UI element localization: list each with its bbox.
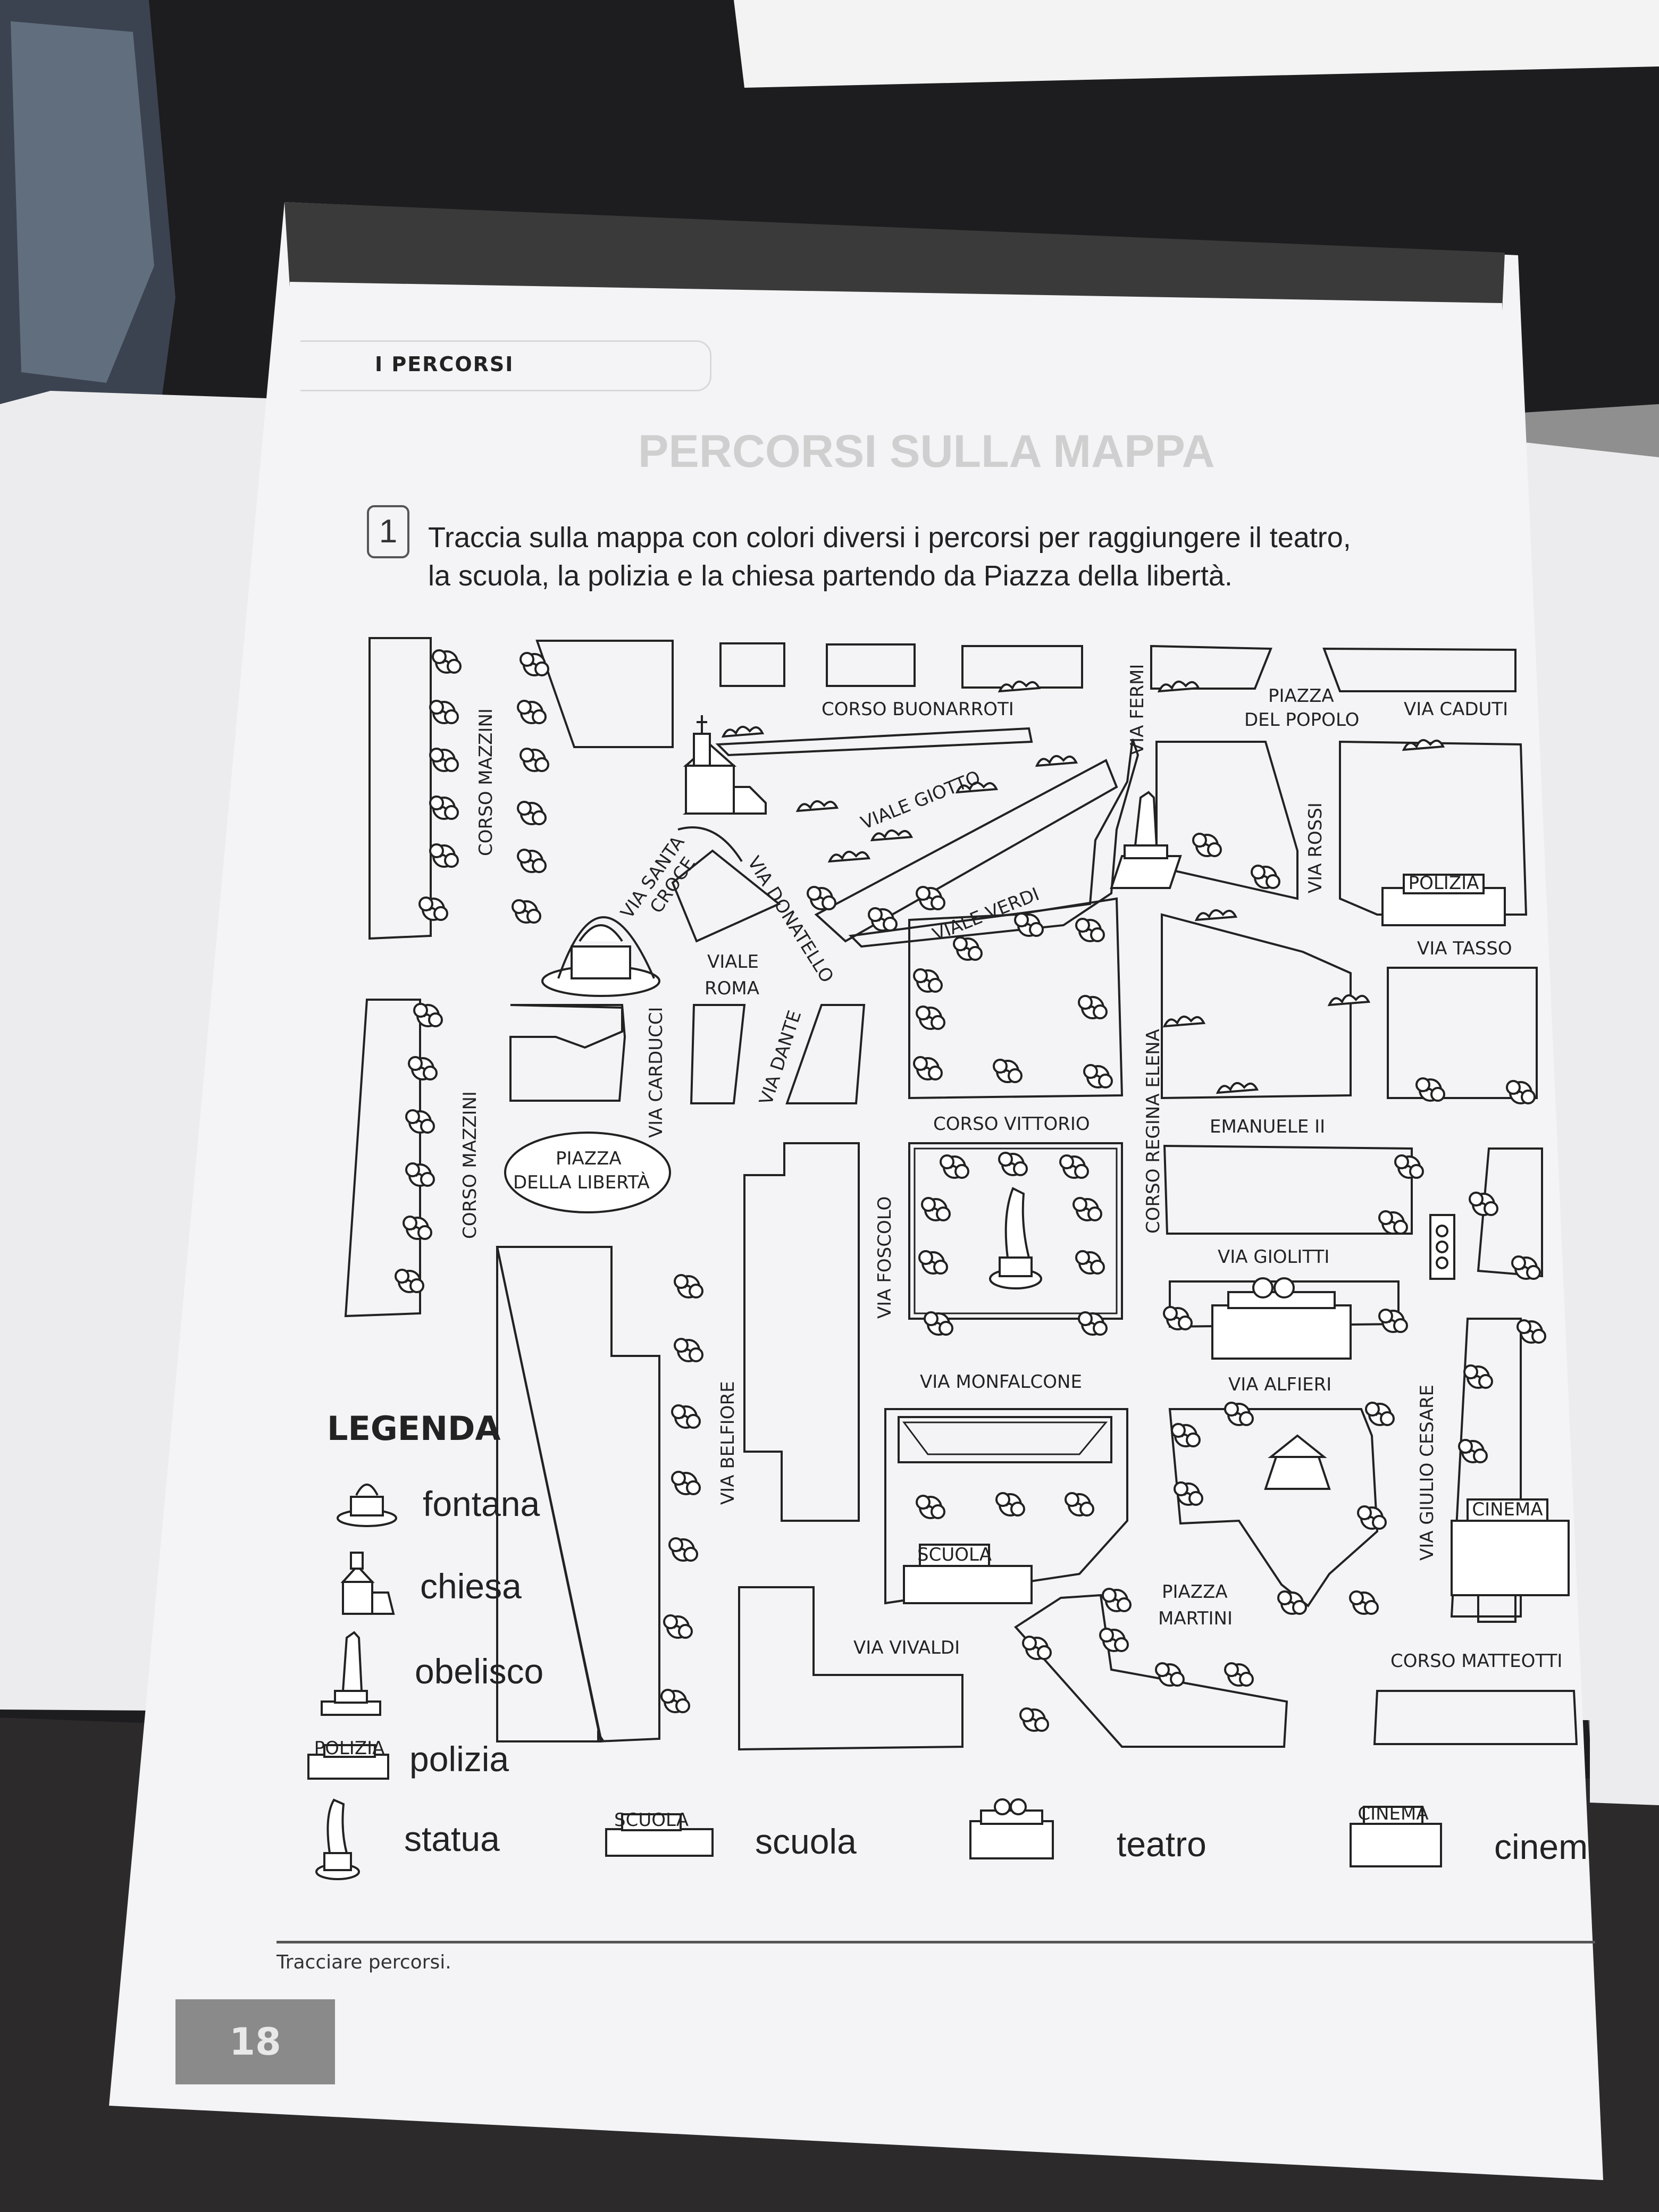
- legend-chiesa: chiesa: [420, 1566, 522, 1606]
- legend-scuola: scuola: [755, 1822, 857, 1861]
- legend-school-icon: SCUOLA: [605, 1809, 714, 1857]
- legend-polizia: polizia: [409, 1739, 509, 1779]
- label-via-carducci: VIA CARDUCCI: [646, 1007, 667, 1138]
- theater-icon: [1211, 1277, 1352, 1360]
- svg-text:SCUOLA: SCUOLA: [614, 1809, 689, 1831]
- legend-obelisk-icon: [321, 1631, 381, 1716]
- legend-cinema-icon: CINEMA: [1350, 1803, 1442, 1867]
- main-worksheet-page: [109, 202, 1603, 2180]
- church-garden-edge: [677, 826, 743, 862]
- label-via-tasso: VIA TASSO: [1417, 938, 1512, 959]
- legend-cinema: cinem: [1494, 1827, 1588, 1866]
- legend-statue-icon: [315, 1798, 360, 1880]
- label-piazza-liberta-2: DELLA LIBERTÀ: [513, 1171, 650, 1193]
- footer-rule: [276, 1941, 1595, 1943]
- statue-icon: [989, 1187, 1042, 1289]
- page-number: 18: [175, 1999, 335, 2084]
- traffic-light-icon: [1429, 1214, 1455, 1280]
- svg-text:POLIZIA: POLIZIA: [1409, 873, 1479, 894]
- section-tab: I PERCORSI: [300, 340, 711, 391]
- legend-statua: statua: [404, 1819, 500, 1858]
- label-via-rossi: VIA ROSSI: [1305, 802, 1326, 893]
- label-piazza-martini-2: MARTINI: [1158, 1608, 1233, 1629]
- circus-tent-icon: [1264, 1434, 1331, 1490]
- legend-fountain-icon: [337, 1484, 397, 1527]
- legend-church-icon: [340, 1552, 395, 1615]
- page-title: PERCORSI SULLA MAPPA: [638, 426, 1215, 477]
- label-viale-roma-1: VIALE: [707, 951, 759, 973]
- label-emanuele-ii: EMANUELE II: [1210, 1116, 1325, 1137]
- legend-police-icon: POLIZIA: [307, 1738, 389, 1780]
- label-via-giolitti: VIA GIOLITTI: [1218, 1246, 1329, 1268]
- label-piazza-martini-1: PIAZZA: [1162, 1581, 1228, 1603]
- label-corso-vittorio: CORSO VITTORIO: [933, 1113, 1090, 1135]
- label-via-fermi: VIA FERMI: [1127, 664, 1148, 755]
- label-via-dante: VIA DANTE: [756, 1008, 806, 1108]
- label-via-vivaldi: VIA VIVALDI: [853, 1637, 960, 1658]
- label-corso-buonarroti: CORSO BUONARROTI: [822, 699, 1014, 720]
- police-icon: POLIZIA: [1381, 873, 1506, 926]
- church-icon: [682, 715, 767, 815]
- svg-text:POLIZIA: POLIZIA: [314, 1738, 385, 1759]
- exercise-instructions: Traccia sulla mappa con colori diversi i…: [428, 518, 1351, 595]
- fountain-icon: [541, 916, 660, 997]
- exercise-number: 1: [367, 505, 409, 558]
- label-via-belfiore: VIA BELFIORE: [717, 1381, 739, 1505]
- label-piazza-popolo-2: DEL POPOLO: [1244, 709, 1359, 731]
- svg-text:CINEMA: CINEMA: [1358, 1803, 1428, 1824]
- label-corso-regina-elena: CORSO REGINA ELENA: [1143, 1029, 1164, 1234]
- legend-obelisco: obelisco: [415, 1652, 544, 1691]
- label-viale-giotto: VIALE GIOTTO: [858, 767, 983, 834]
- footer-note: Tracciare percorsi.: [276, 1951, 451, 1973]
- label-via-alfieri: VIA ALFIERI: [1228, 1374, 1331, 1395]
- svg-text:CINEMA: CINEMA: [1472, 1499, 1543, 1520]
- header-dark-band: [284, 202, 1505, 311]
- label-piazza-liberta-1: PIAZZA: [556, 1148, 622, 1169]
- legend-teatro: teatro: [1117, 1824, 1206, 1864]
- obelisk-icon: [1110, 791, 1182, 889]
- section-label: I PERCORSI: [375, 353, 514, 376]
- legend-theater-icon: [969, 1798, 1054, 1859]
- label-via-caduti: VIA CADUTI: [1404, 699, 1508, 720]
- bush-rows: [722, 680, 1444, 1094]
- label-via-giulio-cesare: VIA GIULIO CESARE: [1417, 1385, 1438, 1561]
- instruction-line-1: Traccia sulla mappa con colori diversi i…: [428, 522, 1351, 554]
- label-piazza-popolo-1: PIAZZA: [1268, 685, 1334, 707]
- label-via-monfalcone: VIA MONFALCONE: [920, 1371, 1082, 1393]
- svg-text:SCUOLA: SCUOLA: [917, 1544, 992, 1565]
- school-icon: SCUOLA: [903, 1544, 1033, 1604]
- cinema-icon: CINEMA: [1451, 1498, 1570, 1596]
- label-viale-roma-2: ROMA: [705, 978, 759, 999]
- top-paper-sheet: [734, 0, 1659, 88]
- label-corso-matteotti: CORSO MATTEOTTI: [1390, 1650, 1562, 1672]
- legend-title: LEGENDA: [327, 1409, 501, 1448]
- label-corso-mazzini-top: CORSO MAZZINI: [475, 708, 497, 856]
- legend-icons: POLIZIA SCUOLA CINEMA: [307, 1484, 1442, 1880]
- label-corso-mazzini-bottom: CORSO MAZZINI: [459, 1091, 481, 1239]
- instruction-line-2: la scuola, la polizia e la chiesa parten…: [428, 560, 1233, 592]
- label-via-foscolo: VIA FOSCOLO: [874, 1196, 895, 1319]
- legend-fontana: fontana: [423, 1484, 540, 1523]
- piazza-della-liberta: [504, 1132, 671, 1213]
